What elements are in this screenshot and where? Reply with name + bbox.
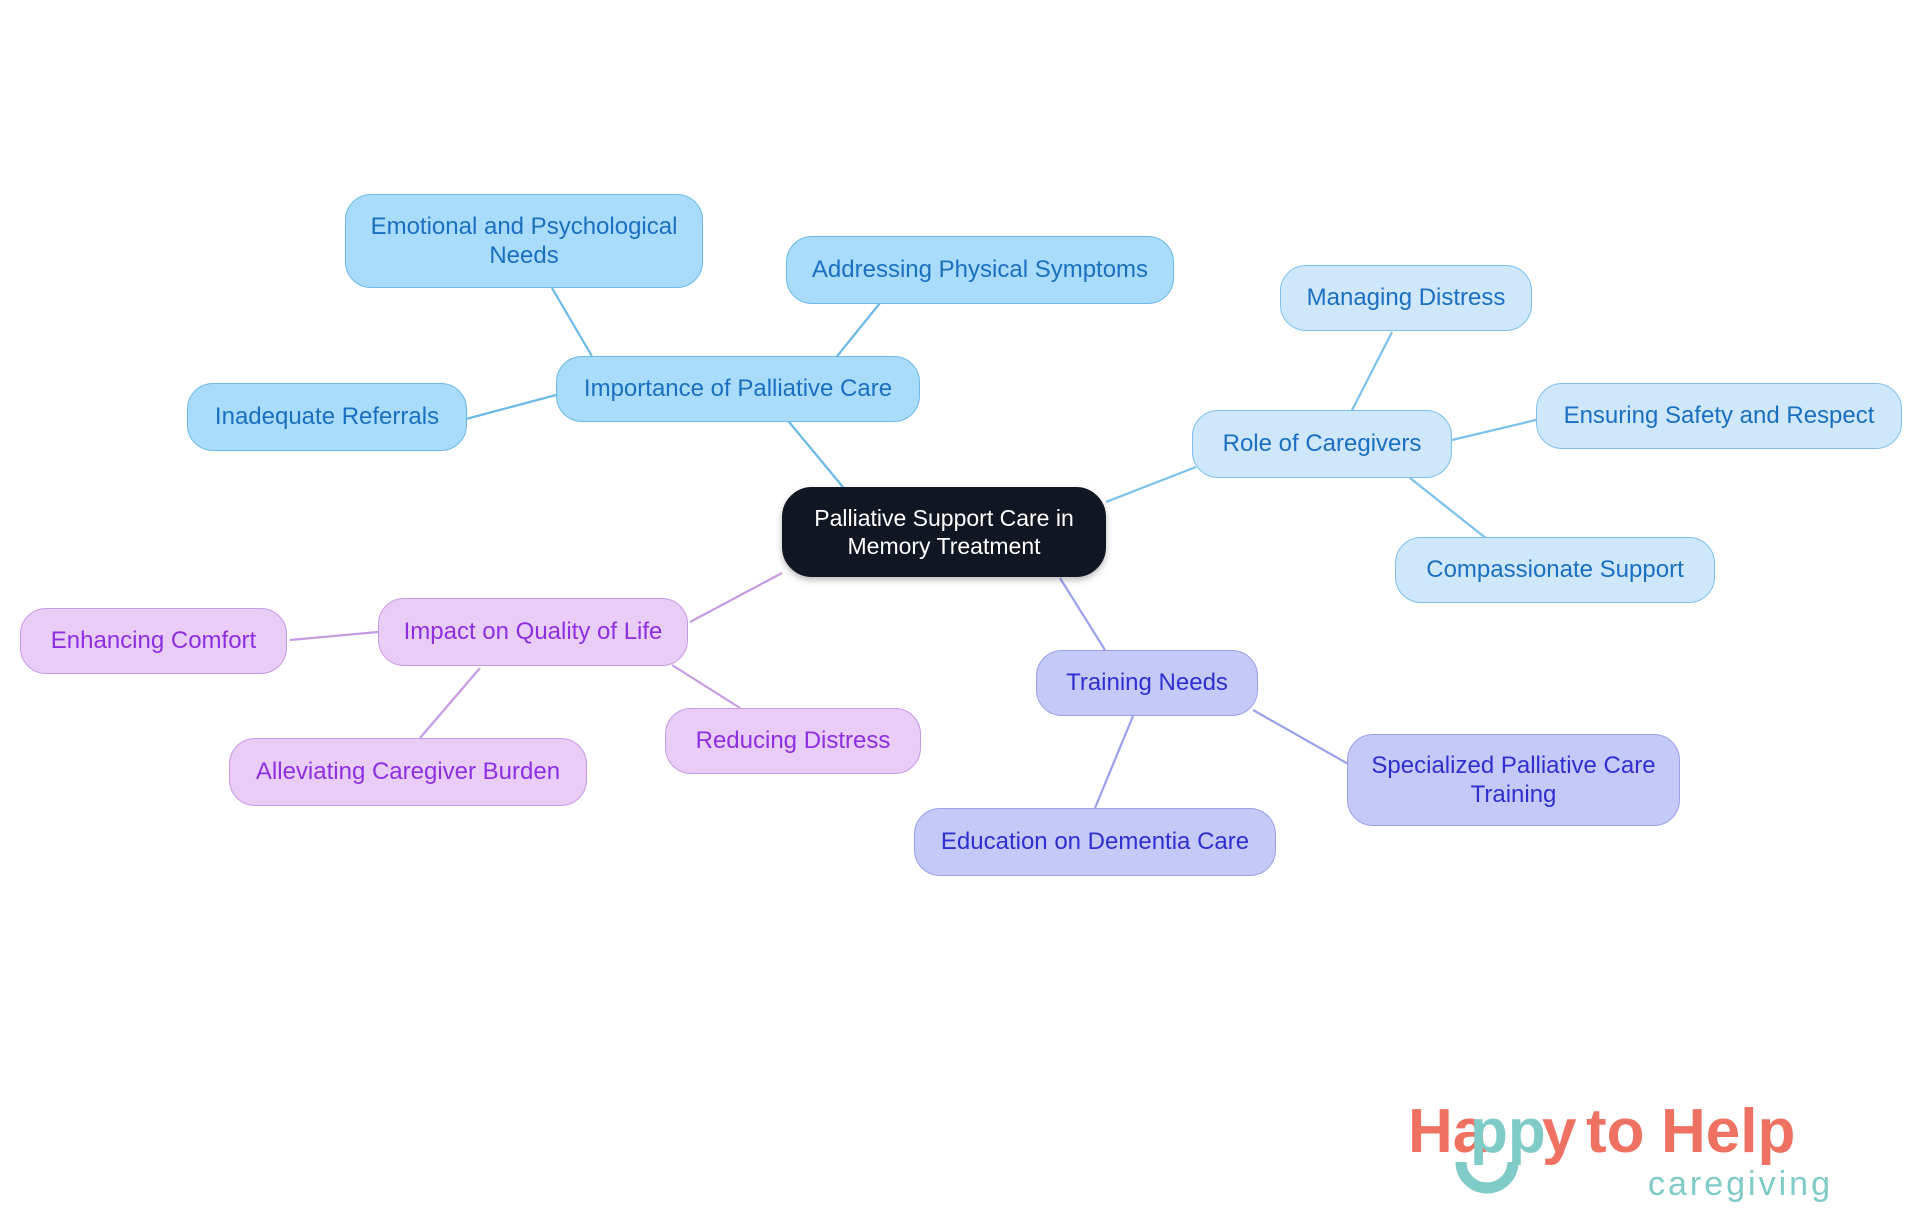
edge-quality-comfort [289,630,379,642]
edge-training-specialized [1252,709,1351,766]
edge-root-quality [689,572,783,623]
node-enhancing-comfort[interactable]: Enhancing Comfort [20,608,287,674]
edge-caregivers-safety [1451,417,1541,442]
node-alleviating-caregiver-burden[interactable]: Alleviating Caregiver Burden [229,738,587,806]
edge-root-caregivers [1105,465,1197,504]
node-root[interactable]: Palliative Support Care in Memory Treatm… [782,487,1106,577]
smile-arc-icon [1455,1161,1519,1194]
logo-word-happy-part2: pp [1470,1097,1546,1166]
edge-training-education [1093,715,1135,809]
node-role-of-caregivers[interactable]: Role of Caregivers [1192,410,1452,478]
node-education-on-dementia-care[interactable]: Education on Dementia Care [914,808,1276,876]
node-reducing-distress[interactable]: Reducing Distress [665,708,921,774]
logo-word-help: Help [1661,1097,1795,1166]
node-addressing-physical-symptoms[interactable]: Addressing Physical Symptoms [786,236,1174,304]
edge-caregivers-managing [1347,331,1393,419]
node-inadequate-referrals[interactable]: Inadequate Referrals [187,383,467,451]
edge-caregivers-compassionate [1409,477,1493,544]
logo-word-happy-part1: Ha [1408,1097,1488,1166]
logo-word-to: to [1586,1097,1645,1166]
logo-word-happy-part3: y [1542,1097,1577,1166]
node-compassionate-support[interactable]: Compassionate Support [1395,537,1715,603]
node-specialized-palliative-care-training[interactable]: Specialized Palliative Care Training [1347,734,1680,826]
node-managing-distress[interactable]: Managing Distress [1280,265,1532,331]
node-training-needs[interactable]: Training Needs [1036,650,1258,716]
node-importance-of-palliative-care[interactable]: Importance of Palliative Care [556,356,920,422]
node-emotional-and-psychological-needs[interactable]: Emotional and Psychological Needs [345,194,703,288]
edge-importance-referrals [465,393,557,421]
node-ensuring-safety-and-respect[interactable]: Ensuring Safety and Respect [1536,383,1902,449]
happy-to-help-logo: Ha pp y to Help caregiving [1408,1097,1833,1203]
logo-tagline: caregiving [1648,1165,1833,1203]
node-impact-on-quality-of-life[interactable]: Impact on Quality of Life [378,598,688,666]
edge-quality-reducing [671,664,741,709]
edge-quality-burden [419,667,481,739]
edge-root-training [1059,577,1106,651]
